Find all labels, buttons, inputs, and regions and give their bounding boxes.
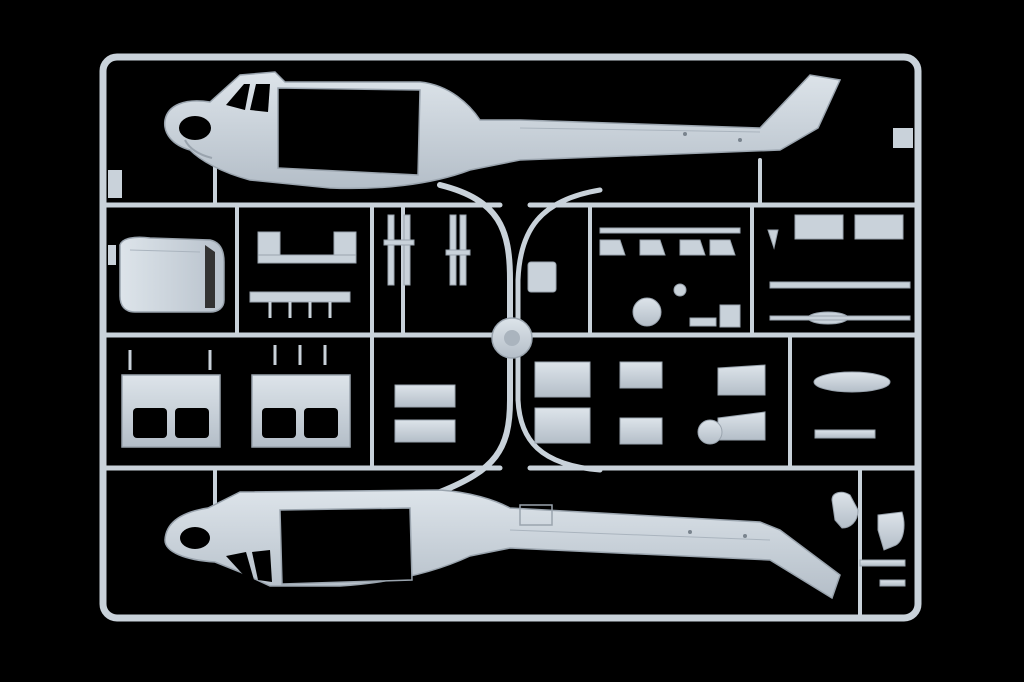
small-parts-upper <box>249 214 471 318</box>
seat-block <box>119 236 225 313</box>
small-parts-lower <box>394 361 891 445</box>
door-panels <box>121 345 351 448</box>
fuselage-half-upper <box>164 71 842 190</box>
rotor-hub <box>491 317 533 359</box>
fuselage-half-lower <box>164 489 841 600</box>
small-parts-upper-right <box>527 214 911 328</box>
runner-center-curve-right <box>515 187 603 473</box>
frame-tabs <box>108 128 913 265</box>
sprue-frame <box>99 53 922 622</box>
small-parts-lower-right <box>831 491 906 587</box>
